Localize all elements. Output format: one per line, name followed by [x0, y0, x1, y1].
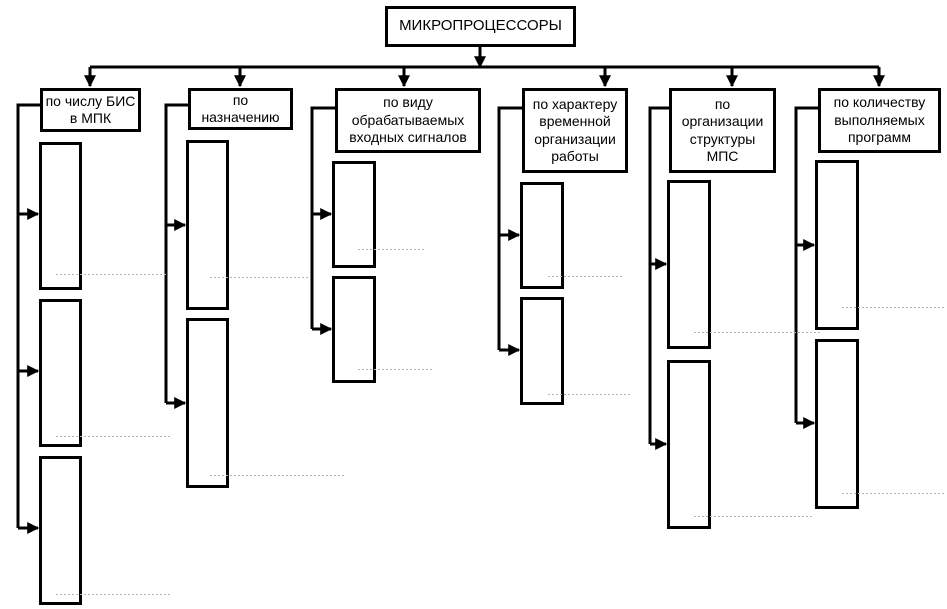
category-label-6: по количеству выполняемых программ [833, 94, 926, 146]
category-2-trunk [164, 103, 188, 403]
sub-box-1-3 [39, 456, 82, 605]
sub-box-5-1 [667, 180, 711, 349]
faint-mark [548, 394, 630, 395]
category-box-4: по характеру временной организации работ… [522, 88, 628, 173]
category-5-trunk [648, 106, 669, 444]
category-3-trunk [310, 106, 335, 329]
sub-box-6-1 [815, 160, 859, 330]
faint-mark [210, 475, 344, 476]
category-box-3: по виду обрабатываемых входных сигналов [335, 88, 481, 153]
faint-mark [694, 516, 814, 517]
faint-mark [358, 249, 424, 250]
sub-box-3-2 [332, 276, 376, 383]
category-1-trunk [16, 103, 40, 528]
sub-box-6-2 [815, 339, 859, 509]
category-box-6: по количеству выполняемых программ [818, 88, 941, 153]
faint-mark [210, 277, 310, 278]
category-label-4: по характеру временной организации работ… [532, 95, 618, 165]
sub-box-5-2 [667, 360, 711, 529]
faint-mark [842, 493, 946, 494]
faint-mark [56, 436, 172, 437]
faint-mark [842, 307, 946, 308]
sub-box-4-1 [520, 182, 564, 289]
category-4-trunk [497, 106, 522, 350]
root-label: МИКРОПРОЦЕССОРЫ [399, 17, 562, 35]
sub-box-1-1 [39, 142, 82, 290]
category-label-1: по числу БИС в МПК [45, 92, 136, 127]
category-label-3: по виду обрабатываемых входных сигналов [349, 94, 467, 146]
category-box-1: по числу БИС в МПК [40, 88, 141, 132]
faint-mark [694, 332, 820, 333]
category-6-trunk [794, 106, 818, 423]
sub-box-1-2 [39, 299, 82, 447]
sub-box-2-2 [186, 318, 229, 488]
category-box-5: по организации структуры МПС [669, 88, 776, 173]
faint-mark [56, 594, 172, 595]
sub-box-2-1 [186, 140, 229, 310]
faint-mark [548, 276, 622, 277]
sub-box-3-1 [332, 161, 376, 268]
root-box: МИКРОПРОЦЕССОРЫ [385, 6, 576, 47]
category-box-2: по назначению [188, 88, 293, 130]
faint-mark [358, 369, 432, 370]
faint-mark [56, 274, 166, 275]
sub-box-4-2 [520, 297, 564, 405]
category-label-2: по назначению [201, 91, 280, 126]
category-label-5: по организации структуры МПС [681, 95, 764, 165]
